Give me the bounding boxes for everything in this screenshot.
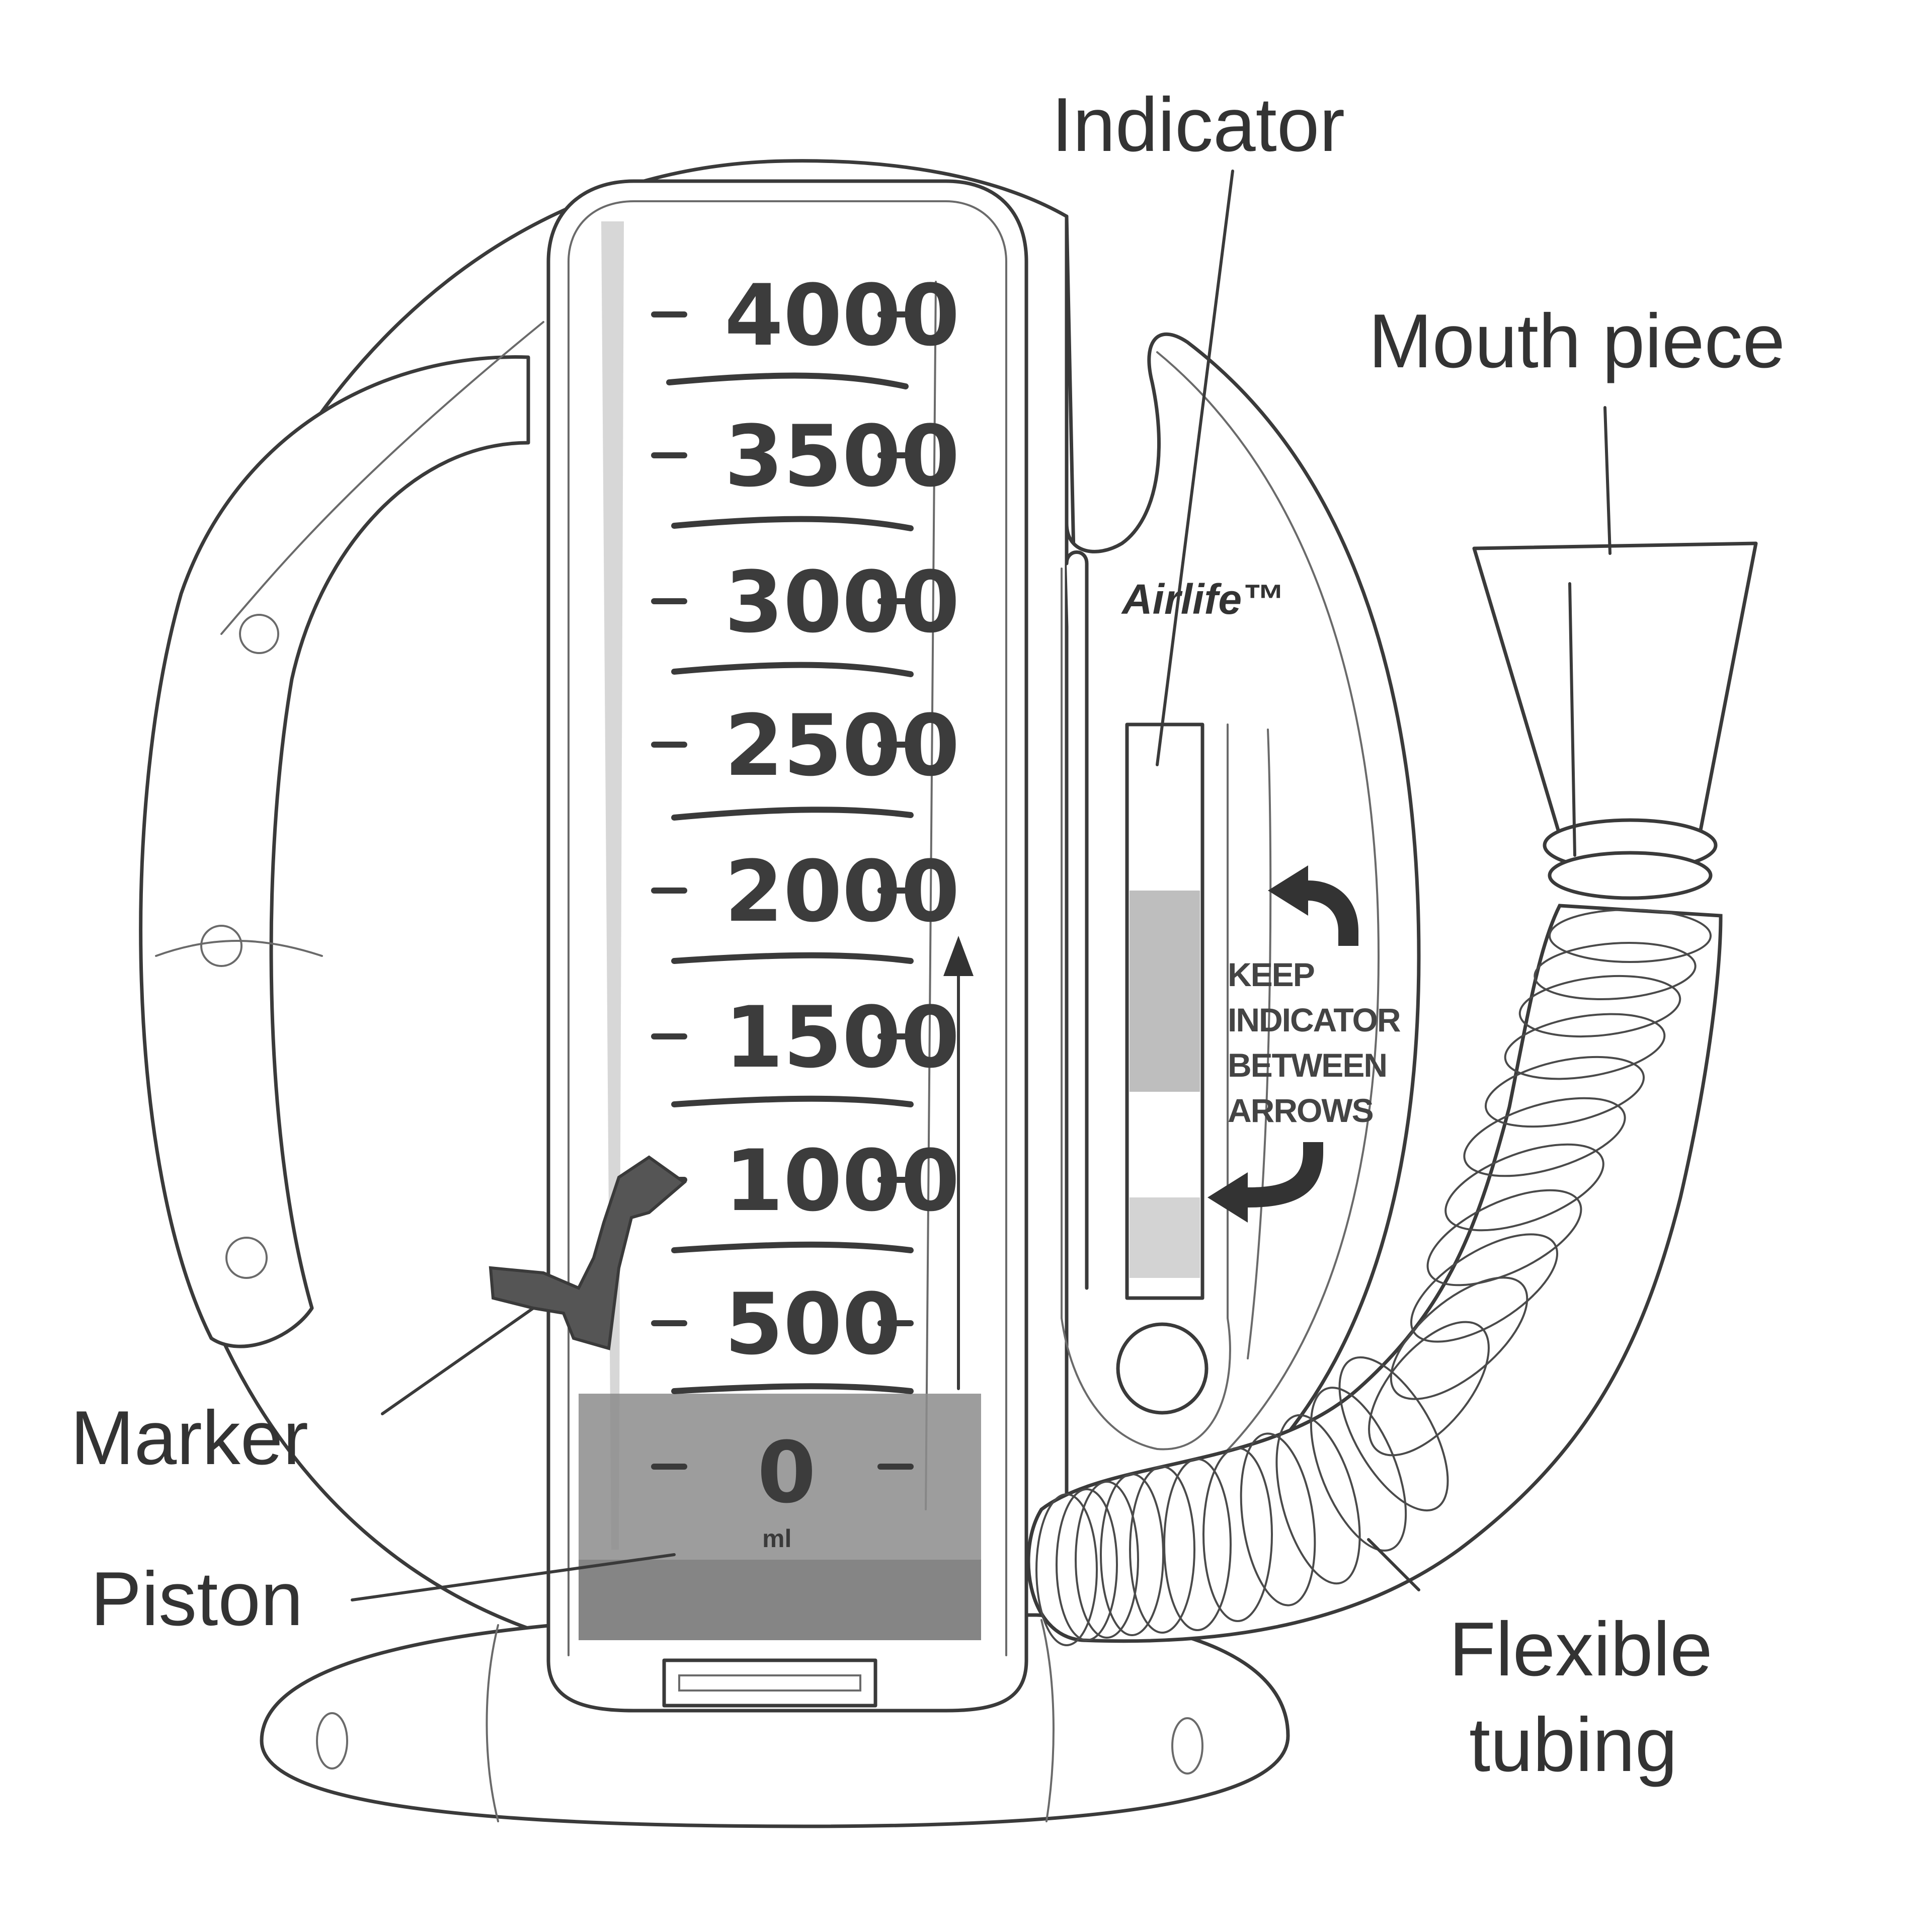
base xyxy=(260,1613,1290,1828)
scale-label: 1500 xyxy=(725,988,960,1087)
mouth-piece-leader xyxy=(1603,406,1612,555)
scale-label: 3500 xyxy=(725,407,960,506)
flexible-tubing-leader xyxy=(1367,1538,1420,1591)
scale-label: 2500 xyxy=(725,696,960,795)
flexible-tubing-label: tubing xyxy=(1469,1702,1677,1788)
instruction-line: ARROWS xyxy=(1228,1092,1373,1129)
marker-label: Marker xyxy=(70,1395,308,1481)
upper-limit-arrow-icon xyxy=(1268,865,1358,946)
scale-label: 2000 xyxy=(725,842,960,941)
scale-unit: ml xyxy=(762,1524,791,1553)
arrow-up-icon xyxy=(943,936,974,976)
indicator-label: Indicator xyxy=(1052,82,1345,168)
flexible-tubing xyxy=(1026,904,1723,1643)
marker xyxy=(489,1155,687,1350)
brand-logo: Airlife™ xyxy=(1121,576,1284,623)
scale-label: 4000 xyxy=(725,266,960,365)
indicator-chamber-base xyxy=(1116,1322,1209,1415)
scale-label: 500 xyxy=(725,1275,901,1374)
indicator xyxy=(1130,891,1200,1092)
tubing-corrugations xyxy=(1035,909,1712,1646)
instruction-line: INDICATOR xyxy=(1228,1001,1401,1038)
piston-leader xyxy=(351,1553,676,1601)
instruction-line: BETWEEN xyxy=(1228,1046,1387,1084)
scale-label: 1000 xyxy=(725,1132,960,1230)
indicator-leader xyxy=(1156,170,1234,766)
mouth-piece-label: Mouth piece xyxy=(1369,298,1785,384)
marker-leader xyxy=(381,1307,535,1415)
graduated-chamber xyxy=(546,179,1028,1713)
scale-label: 0 xyxy=(757,1423,816,1522)
mouth-piece xyxy=(1472,541,1758,837)
scale-label: 3000 xyxy=(725,553,960,652)
lower-limit-arrow-icon xyxy=(1208,1142,1323,1223)
piston-label: Piston xyxy=(91,1556,303,1642)
instruction-line: KEEP xyxy=(1228,956,1314,993)
handle xyxy=(139,355,530,1348)
flexible-tubing-label: Flexible xyxy=(1449,1606,1713,1692)
